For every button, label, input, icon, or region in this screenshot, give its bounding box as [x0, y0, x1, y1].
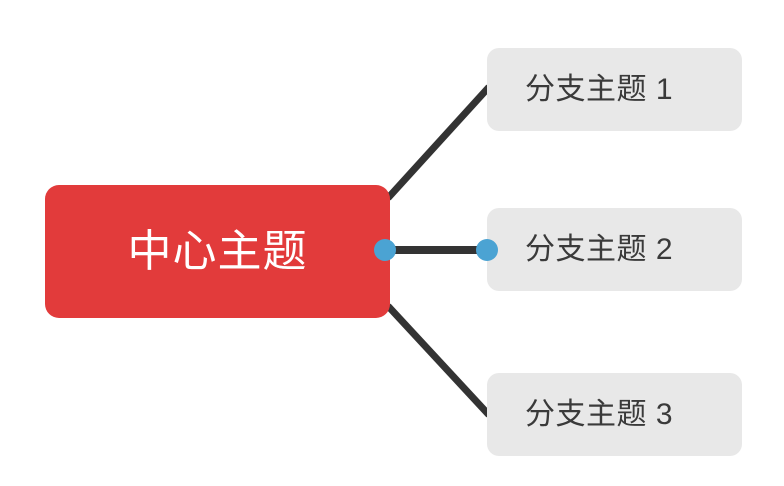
branch-topic-node-1[interactable]: 分支主题 1 — [487, 48, 742, 131]
branch-topic-node-3[interactable]: 分支主题 3 — [487, 373, 742, 456]
branch-topic-label-2: 分支主题 2 — [525, 232, 674, 266]
connector-line-branch-1[interactable] — [385, 84, 492, 201]
connector-handle-target[interactable] — [476, 239, 498, 261]
branch-topic-label-1: 分支主题 1 — [525, 72, 674, 106]
connector-handle-source[interactable] — [374, 239, 396, 261]
central-topic-label: 中心主题 — [127, 226, 308, 276]
central-topic-node[interactable]: 中心主题 — [45, 185, 390, 318]
branch-topic-label-3: 分支主题 3 — [525, 397, 674, 431]
branch-topic-node-2[interactable]: 分支主题 2 — [487, 208, 742, 291]
connector-line-branch-3[interactable] — [385, 303, 492, 418]
